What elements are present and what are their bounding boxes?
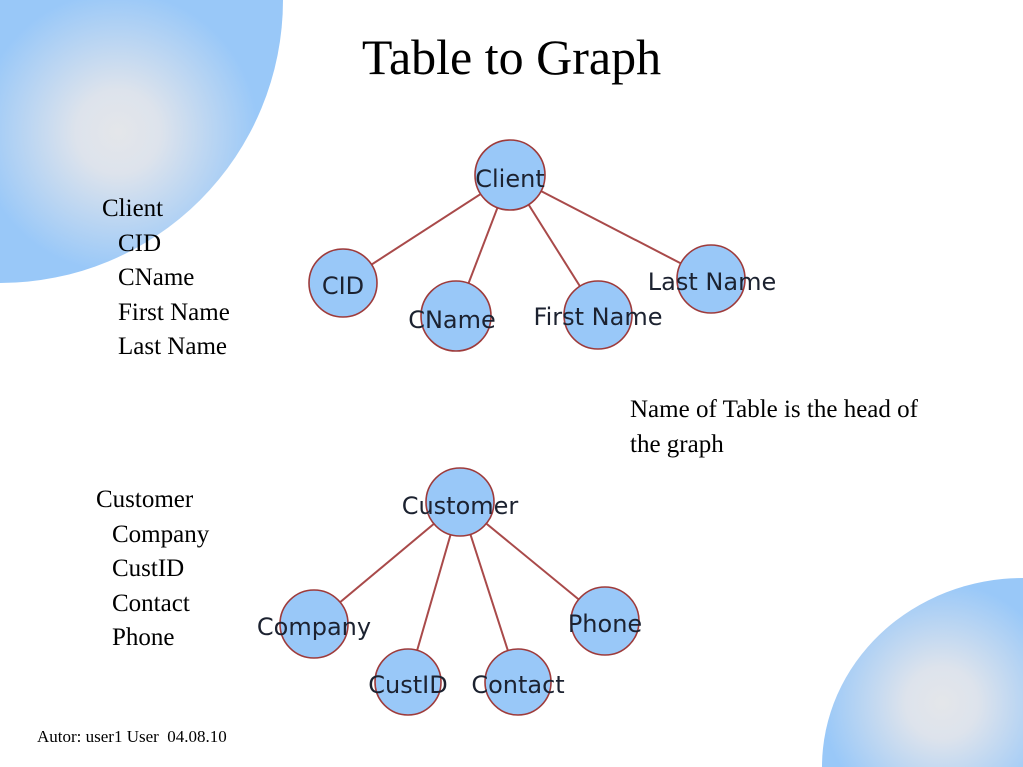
- field-item: CID: [118, 229, 162, 257]
- graph-node-label: Last Name: [648, 268, 776, 296]
- graph-node-label: CustID: [368, 671, 447, 699]
- graph-edge: [509, 174, 712, 280]
- graph-note: Name of Table is the head of the graph: [630, 396, 918, 458]
- client-table-fields: Client CID CName First Name Last Name: [102, 192, 230, 365]
- graph-node-label: Phone: [568, 610, 642, 638]
- field-item: Last Name: [118, 333, 227, 360]
- graph-node: [374, 648, 442, 716]
- graph-node: [308, 248, 378, 318]
- graph-node: [484, 648, 552, 716]
- graph-node-label: Client: [475, 165, 544, 193]
- field-item: CName: [118, 264, 195, 291]
- table-name-client: Client: [102, 195, 164, 222]
- graph-node-root: [474, 139, 546, 211]
- graph-node-label: CName: [408, 306, 496, 334]
- graph-node: [570, 586, 640, 656]
- graph-node-root: [425, 467, 495, 537]
- field-item: First Name: [118, 298, 230, 326]
- field-item: Contact: [112, 589, 190, 617]
- graph-node: [676, 244, 746, 314]
- graph-node-label: First Name: [534, 303, 663, 331]
- graph-node-label: CID: [322, 272, 364, 300]
- field-item: Company: [112, 520, 210, 548]
- graph-node-label: Customer: [402, 492, 519, 520]
- graph-node: [420, 280, 492, 352]
- graph-node-label: Contact: [471, 671, 564, 699]
- slide-title: Table to Graph: [361, 29, 662, 85]
- table-name-customer: Customer: [96, 486, 194, 513]
- field-item: CustID: [112, 555, 185, 582]
- slide-footer: Autor: user1 User 04.08.10: [37, 727, 227, 746]
- graph-node: [279, 589, 349, 659]
- field-item: Phone: [112, 624, 175, 651]
- corner-decoration-top-left: [0, 0, 283, 283]
- corner-decoration-bottom-right: [822, 578, 1023, 767]
- graph-node-label: Company: [257, 613, 371, 641]
- customer-table-fields: Customer Company CustID Contact Phone: [96, 483, 209, 656]
- graph-node: [563, 280, 633, 350]
